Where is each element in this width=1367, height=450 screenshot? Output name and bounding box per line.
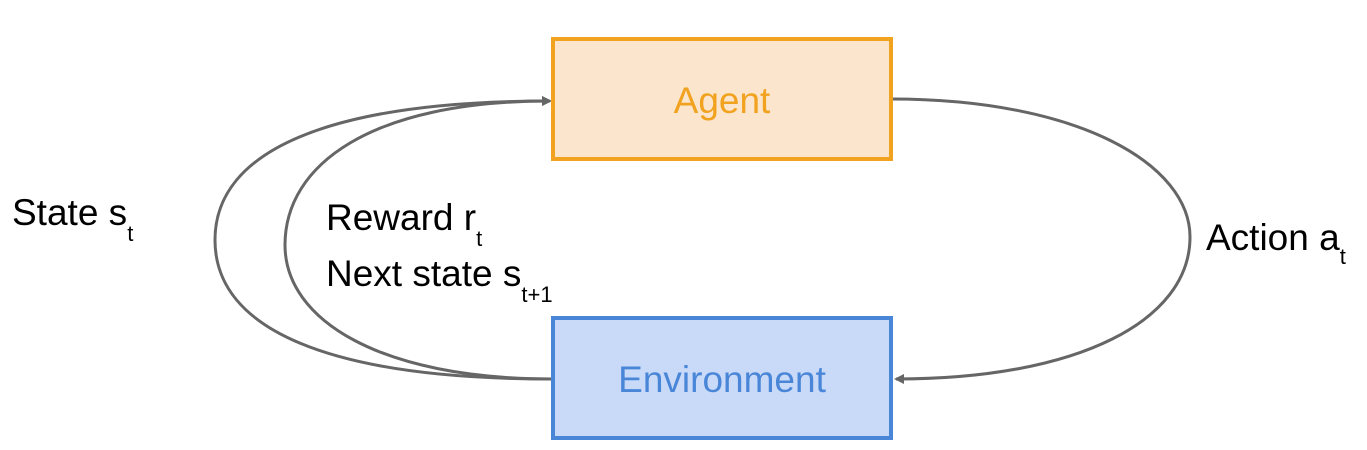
environment-node: Environment (551, 316, 893, 440)
state-label-main: State s (12, 192, 127, 233)
next-state-label-main: Next state s (326, 253, 521, 294)
environment-label: Environment (618, 359, 826, 400)
next-state-label-sub: t+1 (521, 282, 552, 307)
environment-box (551, 316, 893, 440)
action-label-main: Action a (1206, 217, 1340, 258)
reward-label-main: Reward r (326, 197, 476, 238)
reward-label: Reward rt (326, 197, 482, 251)
state-edge (213, 96, 553, 381)
reward-label-sub: t (476, 226, 482, 251)
agent-label: Agent (674, 80, 771, 121)
agent-box (551, 37, 893, 161)
action-label: Action at (1206, 217, 1346, 269)
state-label-sub: t (127, 221, 133, 246)
agent-node: Agent (551, 37, 893, 161)
next-state-label: Next state st+1 (326, 253, 553, 307)
state-label: State st (12, 192, 133, 246)
action-label-sub: t (1340, 244, 1346, 269)
action-edge (890, 97, 1192, 384)
reward-edge (283, 96, 553, 381)
